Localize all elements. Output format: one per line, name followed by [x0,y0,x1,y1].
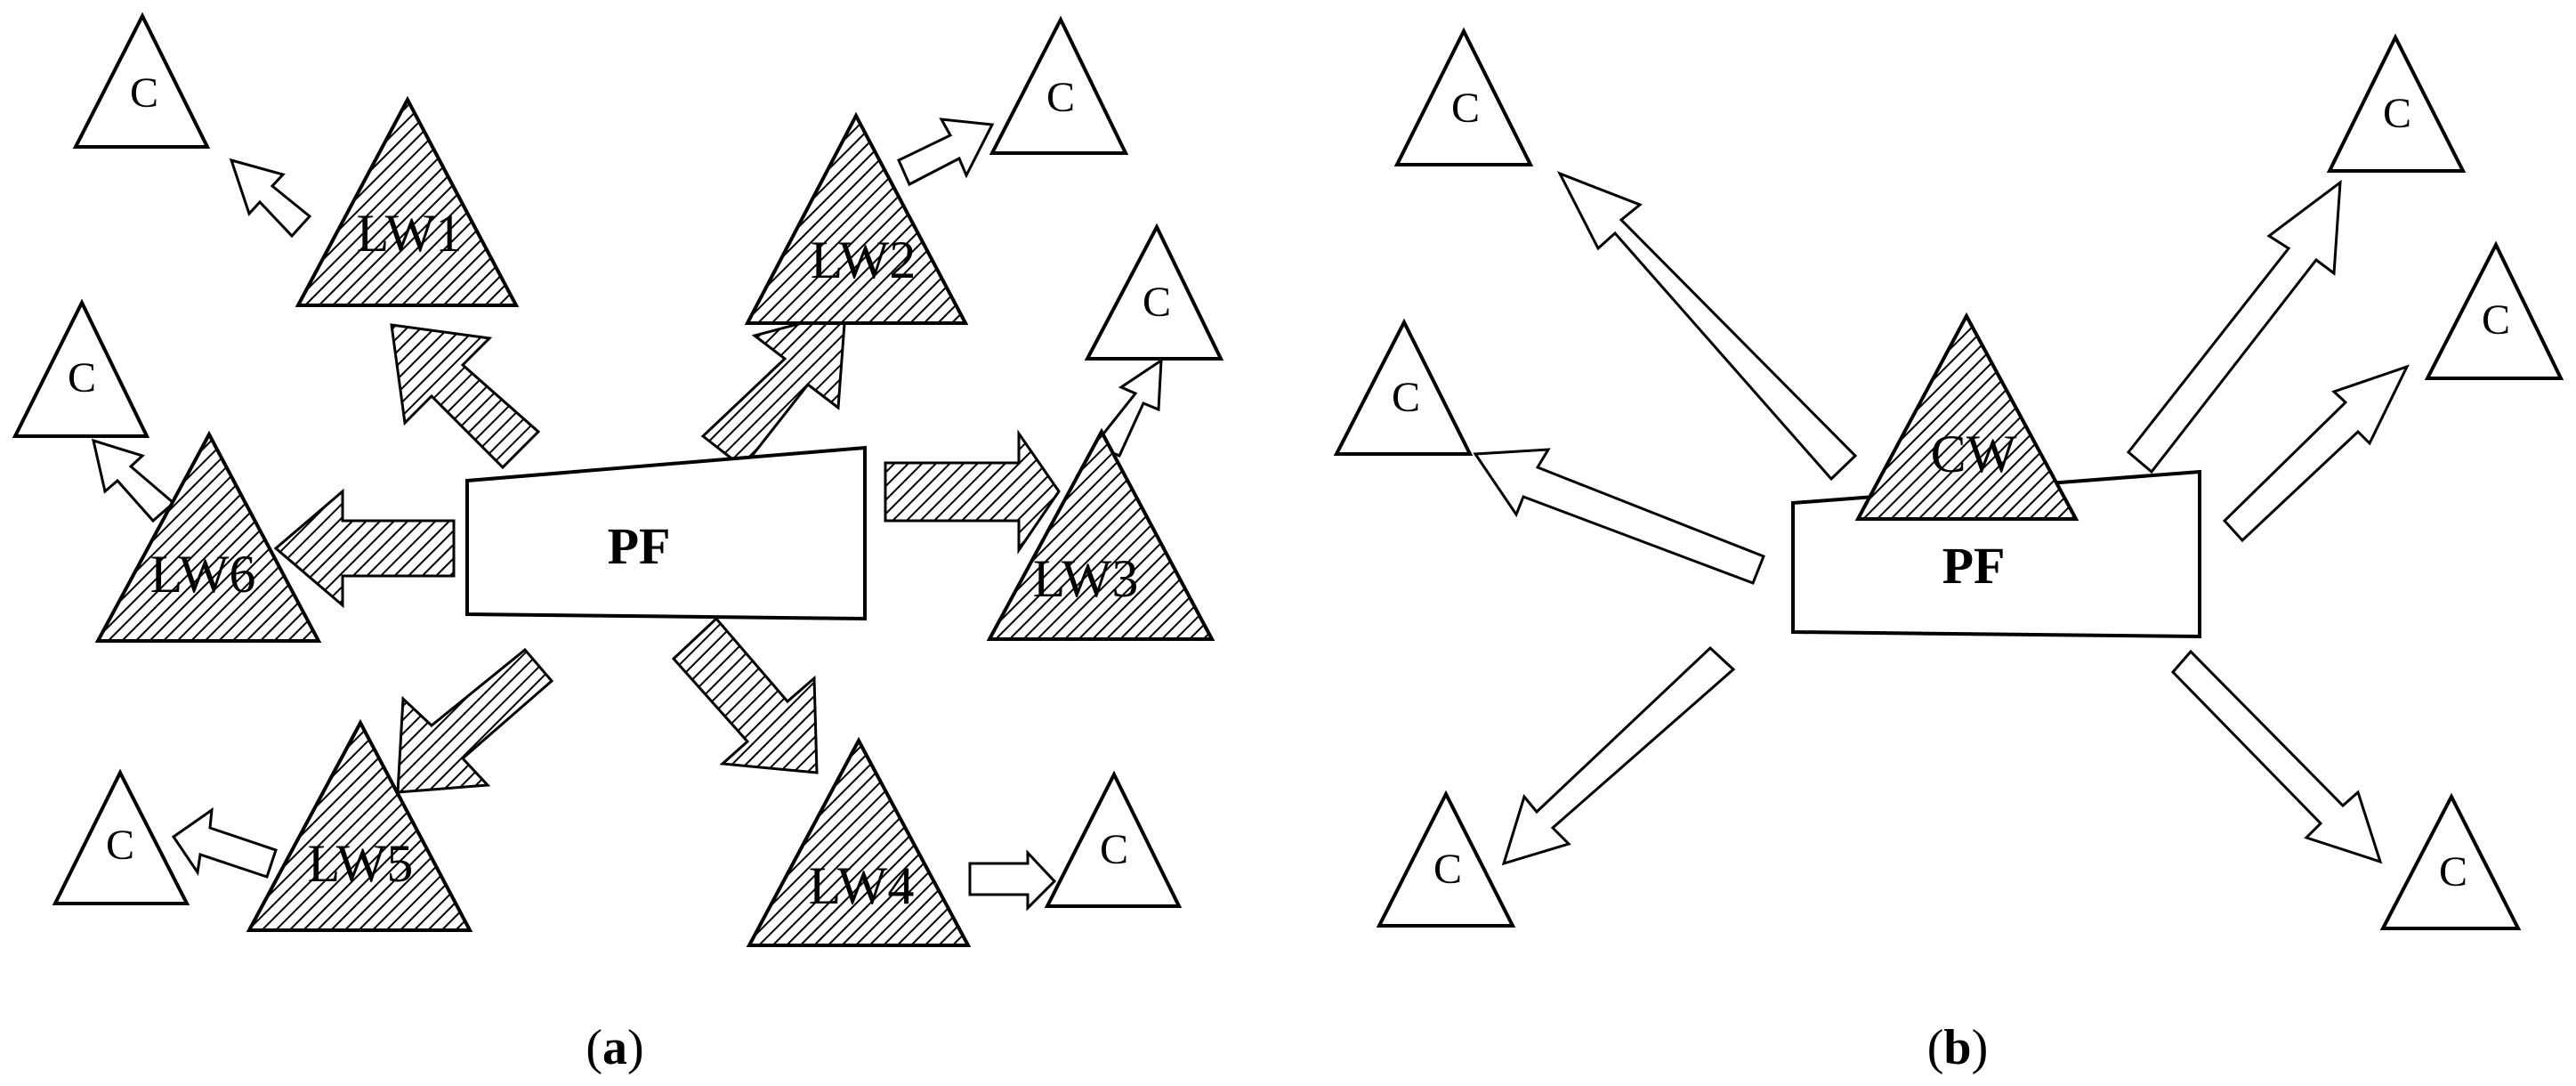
block-arrow-icon [2222,364,2410,543]
warehouse-label: LW3 [1033,549,1139,608]
customers-panel-a: C C C C C C [12,12,1224,908]
block-arrow-icon [968,849,1057,912]
panel-a: PF LW1 LW2 LW3 [12,12,1224,1075]
flow-arrows-pf-to-warehouses [273,310,1061,794]
customer-label: C [1046,74,1075,121]
customer: C [1044,770,1183,908]
hatched-triangle-icon [986,427,1215,641]
hatched-triangle-icon [94,430,322,643]
block-arrow-icon [396,647,554,794]
hatched-triangle-icon [744,111,969,325]
caption-a-letter: a [602,1020,627,1075]
white-triangle-icon [989,15,1129,155]
customer-label: C [1433,846,1462,893]
customer-label: C [2383,90,2411,137]
production-factory-label: PF [1942,537,2006,595]
white-triangle-icon [2326,33,2467,173]
block-arrow-icon [1092,358,1163,458]
customers-panel-b: C C C C C C [1333,27,2564,930]
white-triangle-icon [2379,792,2522,930]
block-arrow-icon [1473,448,1765,585]
customer: C [989,15,1129,155]
white-triangle-icon [2424,240,2564,380]
customer: C [1393,27,1534,166]
warehouse-lw2: LW2 [744,111,969,325]
block-arrow-icon [91,438,176,523]
customer: C [12,298,150,438]
warehouse-lw4: LW4 [746,736,972,947]
customer-label: C [2439,848,2467,896]
customer-label: C [1143,279,1171,326]
hatched-triangle-icon [746,736,972,947]
white-triangle-icon [1376,790,1516,928]
warehouse-lw1: LW1 [295,95,520,307]
white-triangle-icon [1084,223,1224,361]
block-arrow-icon [171,806,278,879]
hatched-triangle-icon [295,95,520,307]
warehouse-lw5: LW5 [246,718,473,932]
white-triangle-icon [1393,27,1534,166]
block-arrow-icon [671,616,819,774]
production-factory-label: PF [608,517,671,575]
white-triangle-icon [1333,318,1474,456]
flow-arrows-cw-to-customers [1473,171,2410,866]
block-arrow-icon [2126,179,2342,474]
block-arrow-icon [1501,645,1736,866]
customer: C [52,768,190,905]
customer: C [2379,792,2522,930]
customer-label: C [68,354,96,401]
flow-arrows-warehouses-to-customers [91,118,1163,912]
block-arrow-icon [273,488,456,609]
warehouse-label: LW4 [809,856,915,915]
hatched-triangle-icon [246,718,473,932]
local-warehouses: LW1 LW2 LW3 LW4 LW5 LW6 [94,95,1215,947]
warehouse-lw3: LW3 [986,427,1215,641]
white-triangle-icon [52,768,190,905]
customer: C [1376,790,1516,928]
caption-a: (a) [585,1020,643,1075]
block-arrow-icon [884,429,1061,555]
customer-label: C [1392,374,1420,421]
block-arrow-icon [229,158,312,239]
block-arrow-icon [390,323,541,470]
warehouse-label: LW5 [308,834,414,893]
customer-label: C [130,69,158,117]
warehouse-label: LW2 [811,231,917,289]
caption-b-letter: b [1943,1020,1971,1075]
white-triangle-icon [1044,770,1183,908]
central-warehouse-label: CW [1931,425,2017,483]
customer: C [2424,240,2564,380]
customer: C [2326,33,2467,173]
customer-label: C [106,822,134,869]
block-arrow-icon [2170,649,2383,864]
block-arrow-icon [1556,171,1858,482]
block-arrow-icon [700,310,847,470]
customer: C [72,12,211,149]
white-triangle-icon [12,298,150,438]
customer-label: C [1100,826,1128,873]
customer-label: C [1451,85,1480,132]
production-factory-box [465,445,867,621]
customer: C [1333,318,1474,456]
white-triangle-icon [72,12,211,149]
warehouse-lw6: LW6 [94,430,322,643]
caption-b: (b) [1927,1020,1988,1075]
warehouse-label: LW1 [357,204,463,263]
block-arrow-icon [897,118,995,187]
panel-b: CW PF C C C C C [1333,27,2564,1075]
customer-label: C [2482,296,2510,344]
customer: C [1084,223,1224,361]
hatched-triangle-icon [1854,312,2079,521]
warehouse-label: LW6 [150,545,256,604]
